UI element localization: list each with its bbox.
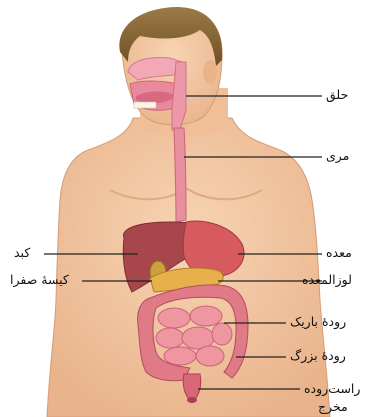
label-large-intestine: رودهٔ بزرگ — [290, 350, 346, 363]
torso — [47, 118, 330, 417]
label-small-intestine: رودهٔ باریک — [290, 316, 346, 329]
label-stomach: معده — [326, 247, 352, 260]
rectum — [183, 374, 201, 398]
label-pharynx: حلق — [326, 89, 348, 102]
label-esophagus: مری — [326, 150, 349, 163]
ear — [203, 60, 217, 84]
anus — [187, 397, 197, 403]
label-gallbladder: کیسهٔ صفرا — [10, 274, 69, 287]
label-rectum: راست‌روده — [304, 383, 360, 396]
label-anus: مخرج — [318, 401, 348, 414]
label-pancreas: لوزالمعده — [302, 274, 352, 287]
teeth — [134, 102, 156, 108]
label-liver: کبد — [14, 247, 30, 260]
esophagus — [174, 128, 186, 222]
small-intestine — [156, 306, 232, 366]
